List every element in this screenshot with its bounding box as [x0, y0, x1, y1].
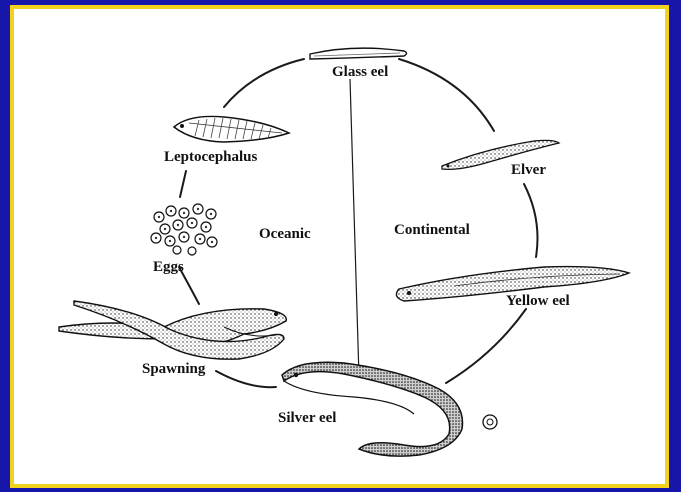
diagram-panel: Glass eel Leptocephalus Elver Eggs Ocean…: [10, 5, 669, 488]
spawning-eels-illustration: [59, 301, 286, 359]
label-yellow-eel: Yellow eel: [506, 293, 570, 310]
arc-glass-to-leptocephalus: [224, 59, 304, 107]
label-elver: Elver: [511, 162, 546, 179]
label-glass-eel: Glass eel: [332, 64, 388, 81]
arc-elver-to-yellow: [524, 184, 538, 257]
label-oceanic: Oceanic: [259, 226, 311, 243]
arc-yellow-to-silver: [446, 309, 526, 383]
label-spawning: Spawning: [142, 361, 205, 378]
label-leptocephalus: Leptocephalus: [164, 149, 257, 166]
arc-leptocephalus-to-eggs: [180, 171, 186, 197]
single-egg-illustration: [483, 415, 497, 429]
eggs-illustration: [151, 204, 217, 255]
label-continental: Continental: [394, 222, 470, 239]
arc-spawning-to-silver: [216, 371, 276, 387]
label-eggs: Eggs: [153, 259, 184, 276]
leptocephalus-illustration: [174, 116, 289, 142]
arc-glass-to-elver: [399, 59, 494, 131]
habitat-divider-line: [350, 79, 359, 377]
label-silver-eel: Silver eel: [278, 410, 336, 427]
glass-eel-illustration: [310, 48, 407, 59]
